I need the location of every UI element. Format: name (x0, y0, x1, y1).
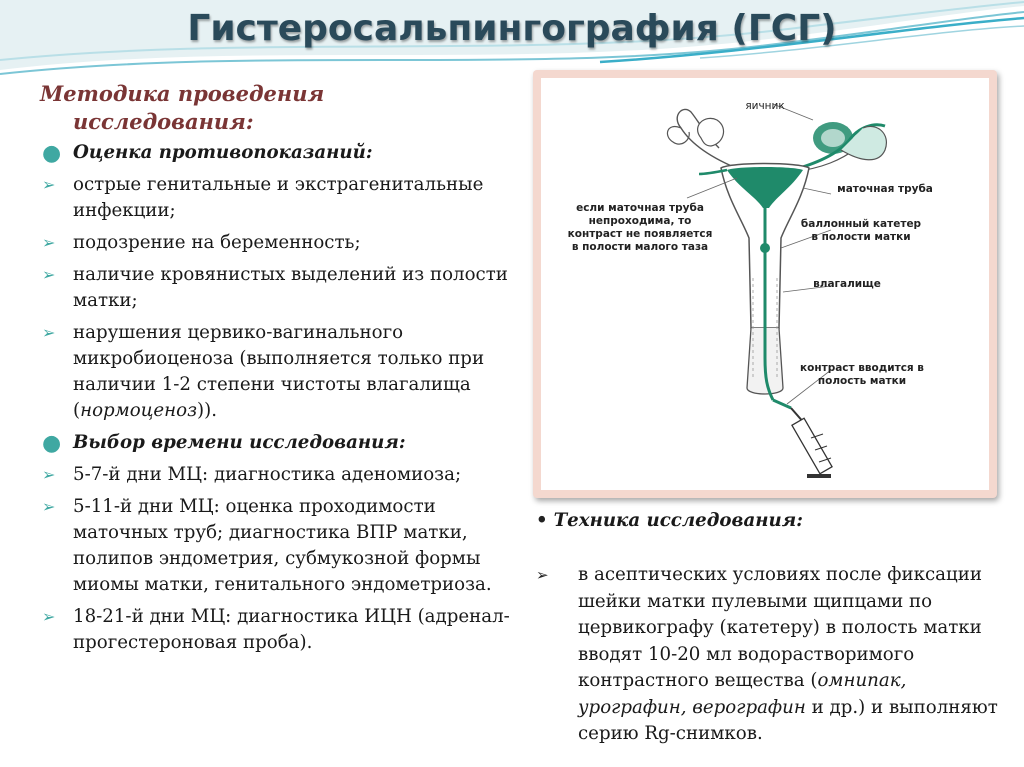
list-item-text: острые генитальные и экстрагенитальные и… (73, 174, 484, 221)
diagram-frame: яичник маточная труба если маточная труб… (533, 70, 997, 498)
bullet-dot-icon: ● (42, 140, 62, 166)
list-item: ➢ острые генитальные и экстрагенитальные… (40, 172, 520, 224)
hsg-diagram (666, 103, 887, 478)
technique-text-part1: в асептических условиях после фиксации ш… (578, 564, 982, 691)
section-timing: ● Выбор времени исследования: (40, 430, 520, 456)
technique-text-part2: и др.) и выполняют серию Rg-снимков. (578, 696, 998, 745)
list-item-tail: )). (197, 400, 217, 421)
syringe-icon (790, 407, 833, 478)
label-catheter: баллонный катетер в полости матки (800, 218, 922, 243)
list-item: ➢ подозрение на беременность; (40, 230, 520, 256)
section-title: Выбор времени исследования: (73, 432, 406, 453)
label-tube: маточная труба (837, 183, 933, 195)
list-item: ➢ 18-21-й дни МЦ: диагностика ИЦН (адрен… (40, 604, 520, 656)
list-item-text: нарушения цервико-вагинального микробиоц… (73, 322, 485, 421)
page-title: Гистеросальпингография (ГСГ) (187, 8, 837, 49)
arrow-bullet-icon: ➢ (42, 497, 56, 516)
technique-heading: •Техника исследования: (536, 508, 1006, 534)
header-decoration (0, 0, 1024, 75)
technique-heading-text: Техника исследования: (553, 510, 803, 531)
method-heading: Методика проведения исследования: (40, 80, 520, 136)
list-item-italic: нормоценоз (80, 400, 198, 421)
label-blocked: если маточная труба непроходима, то конт… (567, 202, 713, 253)
list-item: ➢ 5-7-й дни МЦ: диагностика аденомиоза; (40, 462, 520, 488)
arrow-bullet-icon: ➢ (42, 323, 56, 342)
list-item-text: подозрение на беременность; (73, 232, 361, 253)
label-contrast: контраст вводится в полость матки (800, 362, 924, 387)
list-item-text: 18-21-й дни МЦ: диагностика ИЦН (адренал… (73, 606, 510, 653)
method-list: ● Оценка противопоказаний: ➢ острые гени… (40, 140, 520, 656)
left-column: Методика проведения исследования: ● Оцен… (40, 80, 520, 662)
list-item: ➢ наличие кровянистых выделений из полос… (40, 262, 520, 314)
label-vagina: влагалище (813, 278, 881, 290)
list-item-text: наличие кровянистых выделений из полости… (73, 264, 508, 311)
list-item-text: 5-11-й дни МЦ: оценка проходимости маточ… (73, 496, 492, 595)
arrow-bullet-icon: ➢ (42, 607, 56, 626)
technique-body: ➢ в асептических условиях после фиксации… (536, 562, 1006, 748)
label-ovary: яичник (745, 100, 785, 112)
list-item-text: 5-7-й дни МЦ: диагностика аденомиоза; (73, 464, 462, 485)
arrow-bullet-icon: ➢ (42, 175, 56, 194)
section-title: Оценка противопоказаний: (73, 142, 373, 163)
section-contraindications: ● Оценка противопоказаний: (40, 140, 520, 166)
list-item: ➢ нарушения цервико-вагинального микроби… (40, 320, 520, 424)
bullet-dot-icon: • (536, 510, 548, 531)
technique-text: в асептических условиях после фиксации ш… (548, 562, 1006, 748)
arrow-bullet-icon: ➢ (536, 566, 549, 584)
method-heading-line2: исследования: (73, 109, 254, 134)
arrow-bullet-icon: ➢ (42, 265, 56, 284)
diagram-canvas: яичник маточная труба если маточная труб… (541, 78, 989, 490)
method-heading-line1: Методика проведения (40, 81, 325, 106)
bullet-dot-icon: ● (42, 430, 62, 456)
arrow-bullet-icon: ➢ (42, 465, 56, 484)
list-item: ➢ 5-11-й дни МЦ: оценка проходимости мат… (40, 494, 520, 598)
technique-text-italic: омнипак, урографин, верографин (578, 670, 907, 718)
arrow-bullet-icon: ➢ (42, 233, 56, 252)
technique-section: •Техника исследования: ➢ в асептических … (536, 508, 1006, 748)
